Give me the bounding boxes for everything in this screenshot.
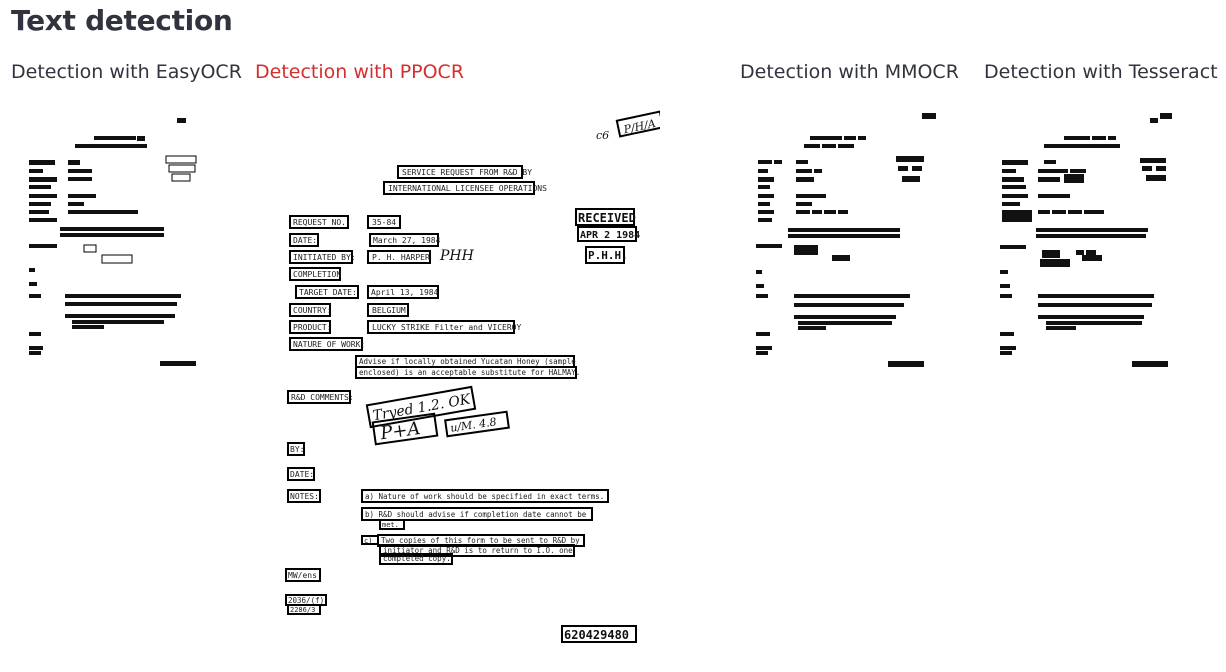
ppocr-stamp-received: RECEIVED [578,211,636,225]
mmocr-detection-boxes [748,108,970,388]
ppocr-rd-comments-label: R&D COMMENTS: [291,393,354,402]
field-label-country: COUNTRY: [293,306,332,315]
ppocr-stamp-initials: P.H.H. [588,249,628,262]
mmocr-boxes [756,113,936,367]
panel-title-mmocr: Detection with MMOCR [740,61,959,83]
ppocr-note-c2: initiator and R&D is to return to I.O. o… [383,546,573,555]
field-label-completion: COMPLETION [293,270,341,279]
ppocr-field-values: 35-84 March 27, 1984 P. H. HARPER PHH Ap… [367,215,521,334]
ppocr-footer-code1: 2036/(f) [288,596,324,605]
easyocr-boxes [29,118,196,366]
ppocr-work-line2: enclosed) is an acceptable substitute fo… [359,368,580,377]
easyocr-document-image [12,108,234,388]
ppocr-top-mark: c6 [596,129,609,142]
ppocr-header-line2: INTERNATIONAL LICENSEE OPERATIONS [388,184,547,193]
ppocr-note-c3: completed copy. [383,554,451,563]
ppocr-footer-code2: 2286/3 [290,606,315,614]
ppocr-by-label: BY: [290,445,304,454]
ppocr-hand-comment3: u/M. 4.8 [449,415,497,434]
tesseract-detection-boxes [992,108,1214,388]
field-value-target-date: April 13, 1984 [371,288,439,297]
ppocr-stamp-date: APR 2 1984 [580,230,640,241]
field-value-date: March 27, 1984 [373,236,441,245]
easyocr-detection-boxes [12,108,234,388]
ppocr-notes-label: NOTES: [290,492,319,501]
field-label-initiated-by: INITIATED BY: [293,253,356,262]
ppocr-header-line1: SERVICE REQUEST FROM R&D BY [402,168,532,177]
tesseract-document-image [992,108,1214,388]
ppocr-field-labels: REQUEST NO.: DATE: INITIATED BY: COMPLET… [289,215,365,351]
field-value-country: BELGIUM [372,306,406,315]
ppocr-work-line1: Advise if locally obtained Yucatan Honey… [359,357,576,366]
mmocr-document-image [748,108,970,388]
ppocr-note-b1: b) R&D should advise if completion date … [365,510,587,519]
field-label-nature-of-work: NATURE OF WORK: [293,340,365,349]
field-value-product: LUCKY STRIKE Filter and VICEROY [372,323,521,332]
ppocr-note-b2: met. [382,521,399,529]
tesseract-boxes [1000,113,1172,367]
ppocr-doc-number: 620429480 [564,628,629,642]
ppocr-note-c1: Two copies of this form to be sent to R&… [381,536,580,545]
ppocr-detection-view: c6 P/H/A SERVICE REQUEST FROM R&D BY INT… [276,108,660,652]
field-label-date: DATE: [293,236,317,245]
field-label-product: PRODUCT: [293,323,332,332]
easyocr-stamp-boxes [83,155,197,264]
field-value-request-no: 35-84 [372,218,396,227]
field-value-initiated-by: P. H. HARPER [372,253,430,262]
field-label-target-date: TARGET DATE: [299,288,357,297]
panel-title-tesseract: Detection with Tesseract [984,61,1218,83]
field-label-request-no: REQUEST NO.: [293,218,351,227]
ppocr-note-c-marker: c) [364,537,372,545]
ppocr-date-label: DATE: [290,470,314,479]
panel-title-ppocr: Detection with PPOCR [255,61,465,83]
field-initials-mark: PHH [439,248,475,264]
ppocr-footer-initials: MW/ens [288,571,317,580]
ppocr-note-a: a) Nature of work should be specified in… [365,492,604,501]
ppocr-document-image: c6 P/H/A SERVICE REQUEST FROM R&D BY INT… [276,108,660,652]
panel-title-easyocr: Detection with EasyOCR [11,61,242,83]
page-title: Text detection [11,4,233,37]
